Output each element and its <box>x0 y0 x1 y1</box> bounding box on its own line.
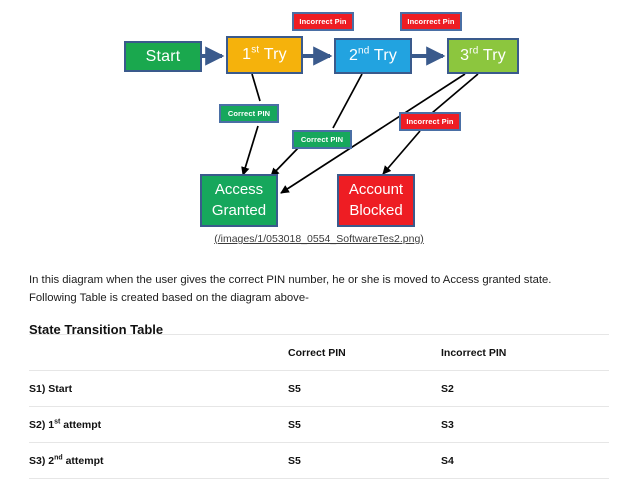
figure-caption-link[interactable]: (/images/1/053018_0554_SoftwareTes2.png) <box>214 233 424 245</box>
tag-label-correct-pin-2: Correct PIN <box>300 135 344 144</box>
table-row: S3) 2nd attempt S5 S4 <box>29 442 609 479</box>
node-label-second-try: 2nd Try <box>348 45 398 65</box>
diagram-node-account-blocked: Account Blocked <box>337 174 415 227</box>
state-transition-table-heading: State Transition Table <box>29 322 164 337</box>
cell-state: S1) Start <box>29 370 288 407</box>
node-label-account-blocked-line2: Blocked <box>349 202 403 219</box>
cell-state: S2) 1st attempt <box>29 406 288 443</box>
diagram-tag-incorrect-pin-3: Incorrect Pin <box>399 112 461 131</box>
tag-label-incorrect-pin-3: Incorrect Pin <box>406 117 454 126</box>
node-label-third-try: 3rd Try <box>460 45 506 65</box>
column-header-state <box>29 334 288 371</box>
diagram-tag-incorrect-pin-1: Incorrect Pin <box>292 12 354 31</box>
tag-label-incorrect-pin-2: Incorrect Pin <box>407 17 455 26</box>
state-transition-diagram: Start 1st Try 2nd Try 3rd Try Access Gra… <box>0 12 638 245</box>
node-label-first-try: 1st Try <box>242 44 287 64</box>
cell-incorrect-pin: S3 <box>441 406 609 443</box>
diagram-tag-correct-pin-2: Correct PIN <box>292 130 352 149</box>
column-header-incorrect-pin: Incorrect PIN <box>441 334 609 371</box>
cell-correct-pin: S5 <box>288 406 441 443</box>
cell-state: S3) 2nd attempt <box>29 442 288 479</box>
table-row: S2) 1st attempt S5 S3 <box>29 406 609 443</box>
diagram-node-start: Start <box>124 41 202 72</box>
tag-label-incorrect-pin-1: Incorrect Pin <box>299 17 347 26</box>
diagram-connectors <box>202 46 479 194</box>
tag-label-correct-pin-1: Correct PIN <box>227 109 271 118</box>
intro-paragraph: In this diagram when the user gives the … <box>29 274 552 304</box>
diagram-node-third-try: 3rd Try <box>447 38 519 74</box>
cell-incorrect-pin: S2 <box>441 370 609 407</box>
column-header-correct-pin: Correct PIN <box>288 334 441 371</box>
diagram-tag-incorrect-pin-2: Incorrect Pin <box>400 12 462 31</box>
cell-correct-pin: S5 <box>288 370 441 407</box>
cell-correct-pin: S5 <box>288 442 441 479</box>
state-transition-table: Correct PIN Incorrect PIN S1) Start S5 S… <box>29 334 609 479</box>
table-header-row: Correct PIN Incorrect PIN <box>29 334 609 371</box>
node-label-access-granted-line2: Granted <box>211 202 267 219</box>
figure-caption: (/images/1/053018_0554_SoftwareTes2.png) <box>0 233 638 245</box>
node-label-account-blocked-line1: Account <box>348 180 404 198</box>
diagram-node-first-try: 1st Try <box>226 36 303 74</box>
diagram-node-access-granted: Access Granted <box>200 174 278 227</box>
node-label-start: Start <box>145 47 181 65</box>
cell-incorrect-pin: S4 <box>441 442 609 479</box>
node-label-access-granted-line1: Access <box>214 180 264 198</box>
diagram-tag-correct-pin-1: Correct PIN <box>219 104 279 123</box>
diagram-node-second-try: 2nd Try <box>334 38 412 74</box>
table-row: S1) Start S5 S2 <box>29 370 609 407</box>
